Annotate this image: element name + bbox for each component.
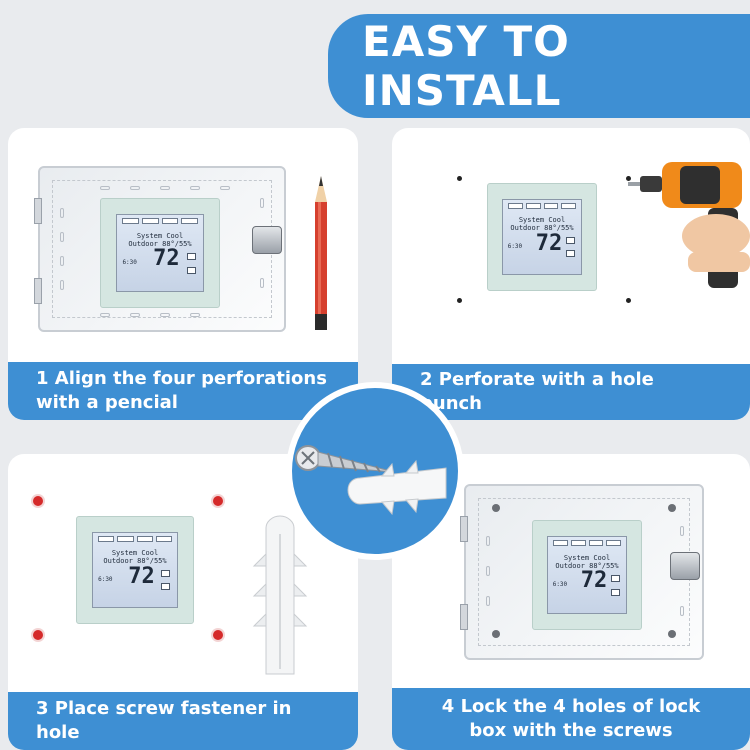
screw-icon	[295, 445, 395, 473]
title-banner: EASY TO INSTALL	[328, 14, 750, 118]
step-1-caption: 1 Align the four perforations with a pen…	[8, 362, 358, 420]
wall-anchor-icon	[252, 515, 308, 675]
hardware-circle	[286, 382, 464, 560]
step-3-caption: 3 Place screw fastener in hole	[8, 692, 358, 750]
wall-anchor-icon	[347, 459, 447, 516]
page-title: EASY TO INSTALL	[362, 17, 570, 115]
drill-icon	[628, 162, 750, 288]
step-2-caption: 2 Perforate with a hole punch	[392, 364, 750, 420]
pencil-icon	[315, 176, 327, 330]
step-4-caption: 4 Lock the 4 holes of lock box with the …	[392, 688, 750, 750]
